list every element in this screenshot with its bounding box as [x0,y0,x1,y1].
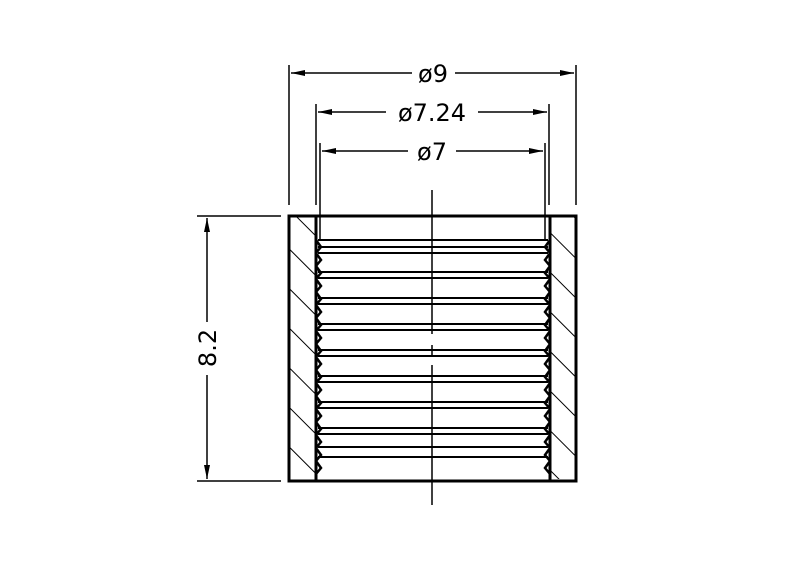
thread-profile [314,239,323,475]
dimension-inner-diameter [319,143,546,240]
dimension-label-thread-diameter: ø7.24 [398,99,466,127]
dimension-label-height: 8.2 [194,329,222,367]
dimension-outer-diameter [288,65,577,205]
thread-lines [314,239,552,475]
dimension-label-outer-diameter: ø9 [418,60,448,88]
section-hatching [290,217,575,479]
thread-profile [543,239,552,475]
dimension-thread-diameter [315,104,550,205]
dimension-label-inner-diameter: ø7 [417,138,447,166]
dimension-height [197,215,281,482]
